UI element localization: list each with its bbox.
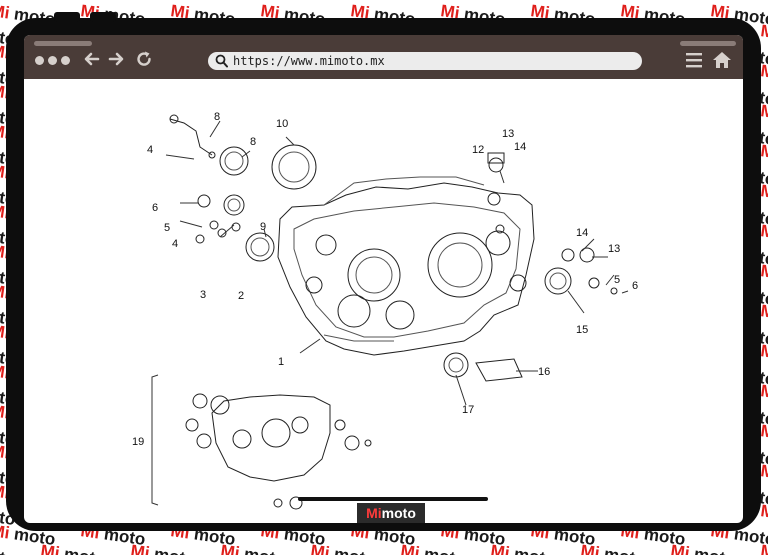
address-bar[interactable]: https://www.mimoto.mx (208, 52, 642, 70)
oil-pipe (169, 118, 213, 156)
forward-arrow-icon[interactable] (106, 49, 126, 69)
watermark-text: Mi moto (759, 461, 768, 489)
watermark-text: Mi moto (399, 541, 466, 555)
callout-7: 8 (214, 111, 220, 123)
callout-8: 8 (250, 136, 256, 148)
callout-4b: 4 (172, 238, 178, 250)
watermark-text: Mi moto (309, 541, 376, 555)
callout-19: 19 (132, 436, 144, 448)
brand-badge: Mimoto (357, 503, 425, 523)
window-dot-1[interactable] (35, 56, 44, 65)
tablet-frame: https://www.mimoto.mx (6, 12, 761, 531)
watermark-text: Mi moto (129, 541, 196, 555)
watermark-text: Mi moto (759, 421, 768, 449)
watermark-text: Mi moto (759, 101, 768, 129)
callout-17: 17 (462, 404, 474, 416)
callout-3: 3 (200, 289, 206, 301)
tablet-notch-left (54, 12, 80, 22)
watermark-text: Mi moto (759, 541, 768, 555)
callout-9: 9 (260, 221, 266, 233)
callout-6b: 6 (632, 280, 638, 292)
menu-icon[interactable] (686, 52, 702, 68)
callout-2: 2 (238, 290, 244, 302)
watermark-text: Mi moto (0, 541, 17, 555)
watermark-text: Mi moto (759, 61, 768, 89)
small-crankcase-assembly (211, 394, 331, 482)
watermark-text: Mi moto (759, 381, 768, 409)
watermark-text: Mi moto (759, 261, 768, 289)
reload-icon[interactable] (134, 49, 154, 69)
callout-14a: 14 (514, 141, 526, 153)
toolbar-tab-right (680, 41, 736, 46)
home-indicator[interactable] (298, 497, 488, 501)
callout-10: 10 (276, 118, 288, 130)
callout-1: 1 (278, 356, 284, 368)
browser-toolbar: https://www.mimoto.mx (24, 35, 743, 79)
callout-13b: 13 (608, 243, 620, 255)
watermark-text: Mi moto (759, 21, 768, 49)
search-icon (215, 54, 228, 68)
window-dot-2[interactable] (48, 56, 57, 65)
home-icon[interactable] (712, 51, 732, 69)
tablet-screen: https://www.mimoto.mx (24, 35, 743, 523)
gasket-16 (475, 358, 523, 382)
watermark-text: Mi moto (579, 541, 646, 555)
watermark-text: Mi moto (489, 541, 556, 555)
watermark-text: Mi moto (759, 301, 768, 329)
watermark-text: Mi moto (759, 141, 768, 169)
callout-13a: 13 (502, 128, 514, 140)
callout-12: 12 (472, 144, 484, 156)
window-dot-3[interactable] (61, 56, 70, 65)
watermark-text: Mi moto (219, 541, 286, 555)
watermark-text: Mi moto (759, 341, 768, 369)
watermark-text: Mi moto (759, 181, 768, 209)
crankcase-body (277, 182, 535, 356)
callout-16: 16 (538, 366, 550, 378)
callout-5b: 5 (614, 274, 620, 286)
callout-6a: 6 (152, 202, 158, 214)
watermark-text: Mi moto (39, 541, 106, 555)
callout-15: 15 (576, 324, 588, 336)
tablet-notch-right (90, 12, 116, 22)
engine-crankcase-diagram: 8 10 8 4 6 5 9 4 3 2 1 13 12 14 14 13 5 … (132, 111, 638, 510)
watermark-text: Mi moto (669, 541, 736, 555)
watermark-text: Mi moto (759, 221, 768, 249)
toolbar-tab-left (34, 41, 92, 46)
url-text: https://www.mimoto.mx (233, 54, 385, 68)
watermark-text: Mi moto (759, 501, 768, 529)
callout-4a: 4 (147, 144, 153, 156)
callout-14b: 14 (576, 227, 588, 239)
back-arrow-icon[interactable] (82, 49, 102, 69)
callout-5a: 5 (164, 222, 170, 234)
